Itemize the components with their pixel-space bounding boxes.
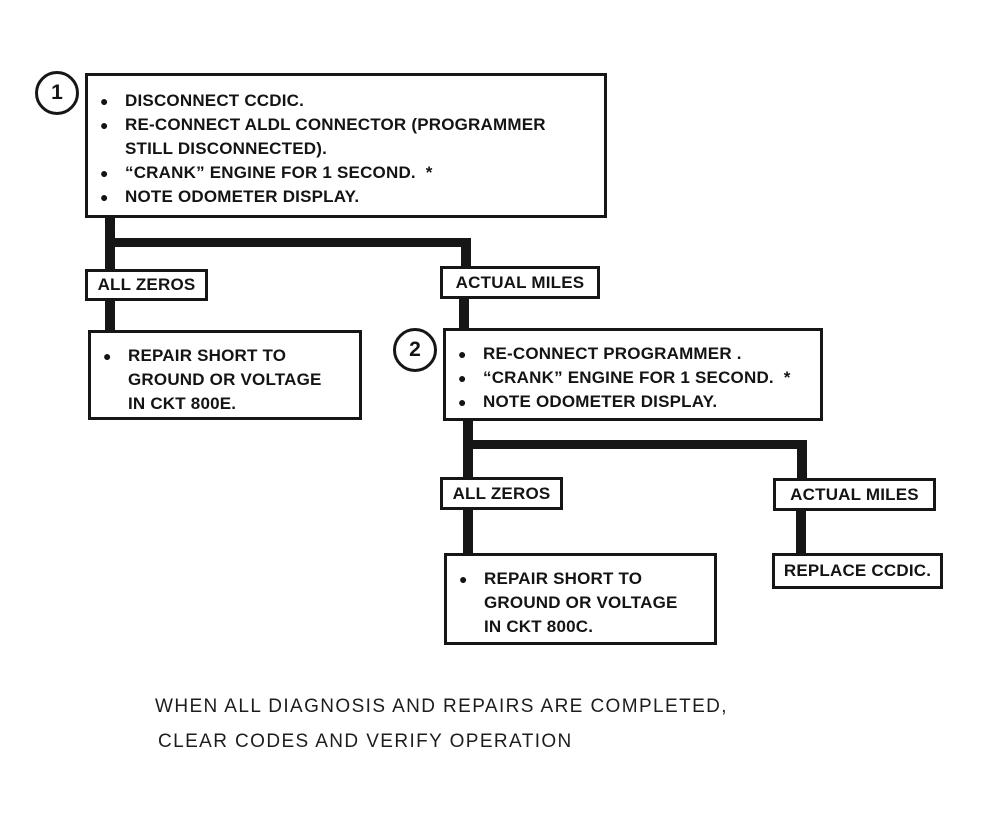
connector-line [463,440,807,449]
connector-line [796,509,806,555]
outcome-actual-miles-1: ACTUAL MILES [440,266,600,299]
connector-line [459,297,469,330]
step-1-instructions: DISCONNECT CCDIC.RE-CONNECT ALDL CONNECT… [88,76,604,209]
footer-note-line2: CLEAR CODES AND VERIFY OPERATION [158,731,573,752]
repair-ckt-800e-text: REPAIR SHORT TO GROUND OR VOLTAGE IN CKT… [91,333,359,416]
connector-line [105,238,471,247]
connector-line [797,440,807,480]
replace-ccdic-box: REPLACE CCDIC. [772,553,943,589]
list-item: REPAIR SHORT TO GROUND OR VOLTAGE IN CKT… [91,344,353,416]
list-item: RE-CONNECT ALDL CONNECTOR (PROGRAMMER ST… [88,113,598,161]
repair-ckt-800e-box: REPAIR SHORT TO GROUND OR VOLTAGE IN CKT… [88,330,362,420]
connector-line [105,299,115,332]
connector-line [463,508,473,555]
repair-ckt-800c-box: REPAIR SHORT TO GROUND OR VOLTAGE IN CKT… [444,553,717,645]
list-item: “CRANK” ENGINE FOR 1 SECOND. * [446,366,814,390]
list-item: DISCONNECT CCDIC. [88,89,598,113]
outcome-actual-miles-2: ACTUAL MILES [773,478,936,511]
outcome-all-zeros-2: ALL ZEROS [440,477,563,510]
step-2-box: RE-CONNECT PROGRAMMER .“CRANK” ENGINE FO… [443,328,823,421]
repair-ckt-800c-text: REPAIR SHORT TO GROUND OR VOLTAGE IN CKT… [447,556,714,639]
list-item: NOTE ODOMETER DISPLAY. [446,390,814,414]
connector-line [463,419,473,479]
step-1-badge: 1 [35,71,79,115]
list-item: NOTE ODOMETER DISPLAY. [88,185,598,209]
footer-note-line1: WHEN ALL DIAGNOSIS AND REPAIRS ARE COMPL… [155,696,728,717]
list-item: RE-CONNECT PROGRAMMER . [446,342,814,366]
step-1-box: DISCONNECT CCDIC.RE-CONNECT ALDL CONNECT… [85,73,607,218]
connector-line [461,238,471,271]
list-item: “CRANK” ENGINE FOR 1 SECOND. * [88,161,598,185]
step-2-instructions: RE-CONNECT PROGRAMMER .“CRANK” ENGINE FO… [446,331,820,414]
outcome-all-zeros-1: ALL ZEROS [85,269,208,301]
step-2-badge: 2 [393,328,437,372]
list-item: REPAIR SHORT TO GROUND OR VOLTAGE IN CKT… [447,567,708,639]
